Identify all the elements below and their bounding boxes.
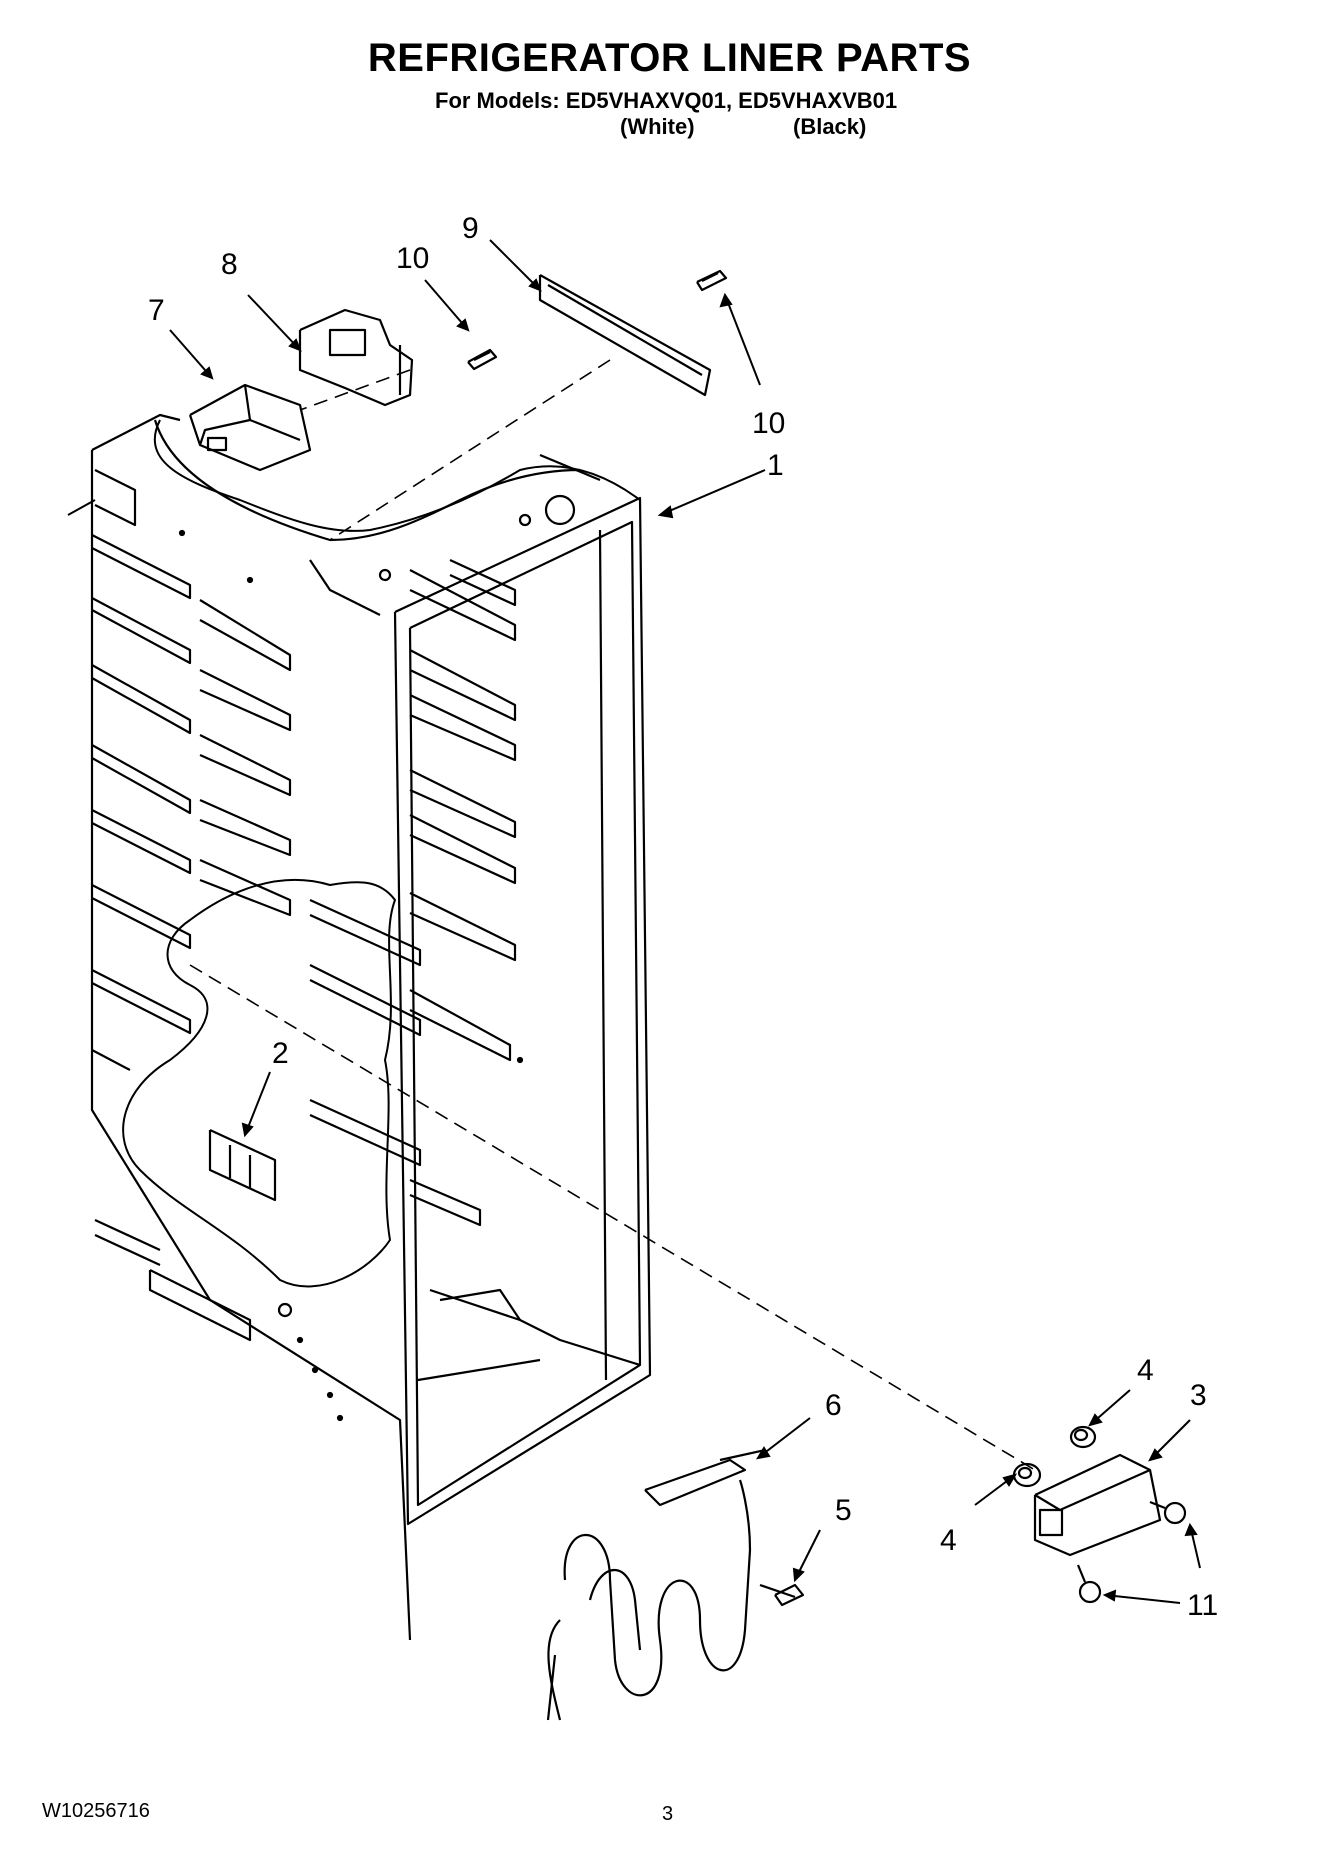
- part-11-pin-lower: [1076, 1564, 1102, 1604]
- cutaway-top: [153, 419, 641, 532]
- callout-5: 5: [835, 1494, 852, 1527]
- callout-1: 1: [767, 449, 784, 482]
- part-5-screw: [759, 1583, 805, 1607]
- callout-2: 2: [272, 1037, 289, 1070]
- callout-10-left: 10: [396, 242, 429, 275]
- callout-9: 9: [462, 212, 479, 245]
- part-8-bracket: [298, 308, 414, 407]
- part-3-sensor-cover: [1033, 1453, 1162, 1557]
- part-9-rail: [538, 274, 712, 397]
- color-white-label: (White): [620, 114, 695, 139]
- callout-8: 8: [221, 248, 238, 281]
- part-7-control-housing: [188, 383, 312, 472]
- cutaway-middle: [122, 878, 396, 1288]
- color-black-label: (Black): [793, 114, 867, 139]
- part-10-screw-right: [696, 269, 728, 292]
- page-title: REFRIGERATOR LINER PARTS: [367, 36, 972, 80]
- callout-4-lower: 4: [940, 1524, 957, 1557]
- models-line: For Models: ED5VHAXVQ01, ED5VHAXVB01: [435, 88, 898, 113]
- callout-4-upper: 4: [1137, 1354, 1154, 1387]
- callout-6: 6: [825, 1389, 842, 1422]
- doc-number: W10256716: [42, 1800, 150, 1822]
- part-2-clip: [208, 1129, 277, 1202]
- callout-11: 11: [1187, 1589, 1218, 1622]
- page-number: 3: [662, 1803, 674, 1825]
- dash-line-part3: [189, 964, 1036, 1471]
- liner-body: [90, 413, 652, 1641]
- part-6-heater: [546, 1448, 766, 1721]
- dash-line-part8: [299, 369, 411, 411]
- part-4-grommet-upper: [1069, 1425, 1097, 1449]
- dash-line-part9: [329, 359, 611, 541]
- part-10-screw-left: [467, 348, 498, 371]
- part-4-grommet-lower: [1012, 1462, 1042, 1488]
- part-11-pin-upper: [1149, 1500, 1187, 1525]
- callout-3: 3: [1190, 1379, 1207, 1412]
- callout-10-right: 10: [752, 407, 785, 440]
- callout-7: 7: [148, 294, 165, 327]
